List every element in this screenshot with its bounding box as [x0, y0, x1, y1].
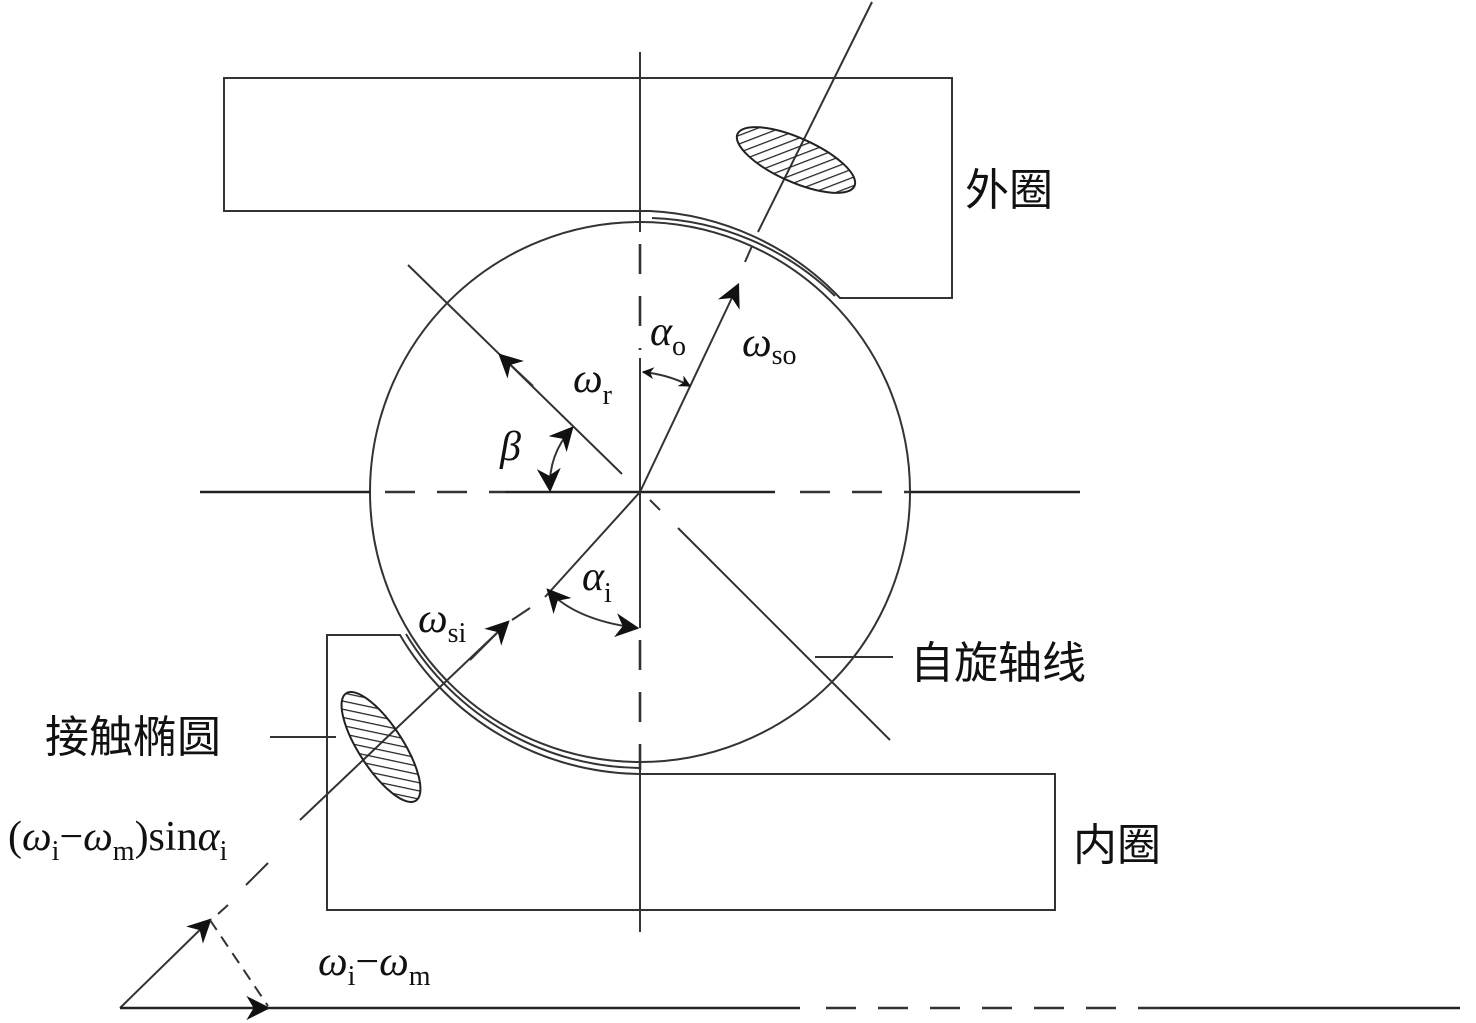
- projection-dashed-line: [209, 919, 269, 1007]
- outer-ring: [223, 77, 953, 299]
- outer-contact-ellipse: [735, 126, 857, 194]
- spin-component-label: (ωi−ωm)sinαi: [8, 814, 228, 867]
- outer-contact-line: [639, 1, 873, 493]
- relative-speed-label: ωi−ωm: [318, 939, 431, 992]
- alpha-o-label: αo: [650, 309, 686, 362]
- inner-ring-groove: [405, 633, 641, 769]
- beta-label: β: [499, 424, 521, 470]
- spin-axis-line: [407, 264, 891, 741]
- omega-si-label: ωsi: [418, 596, 467, 649]
- alpha-o-arc: [641, 367, 692, 387]
- contact-ellipse-label: 接触椭圆: [45, 712, 221, 763]
- inner-contact-line: [119, 491, 641, 1009]
- beta-arc: [536, 426, 574, 493]
- outer-ring-groove: [651, 217, 836, 297]
- omega-si-arrow: [469, 620, 510, 661]
- inner-contact-ellipse: [340, 691, 422, 803]
- inner-ring-label: 内圈: [1073, 820, 1161, 871]
- outer-ring-label: 外圈: [965, 165, 1053, 216]
- alpha-i-label: αi: [582, 554, 612, 609]
- alpha-i-arc: [546, 588, 640, 638]
- omega-r-label: ωr: [573, 356, 613, 411]
- omega-so-label: ωso: [742, 320, 797, 371]
- spin-axis-label: 自旋轴线: [910, 638, 1086, 689]
